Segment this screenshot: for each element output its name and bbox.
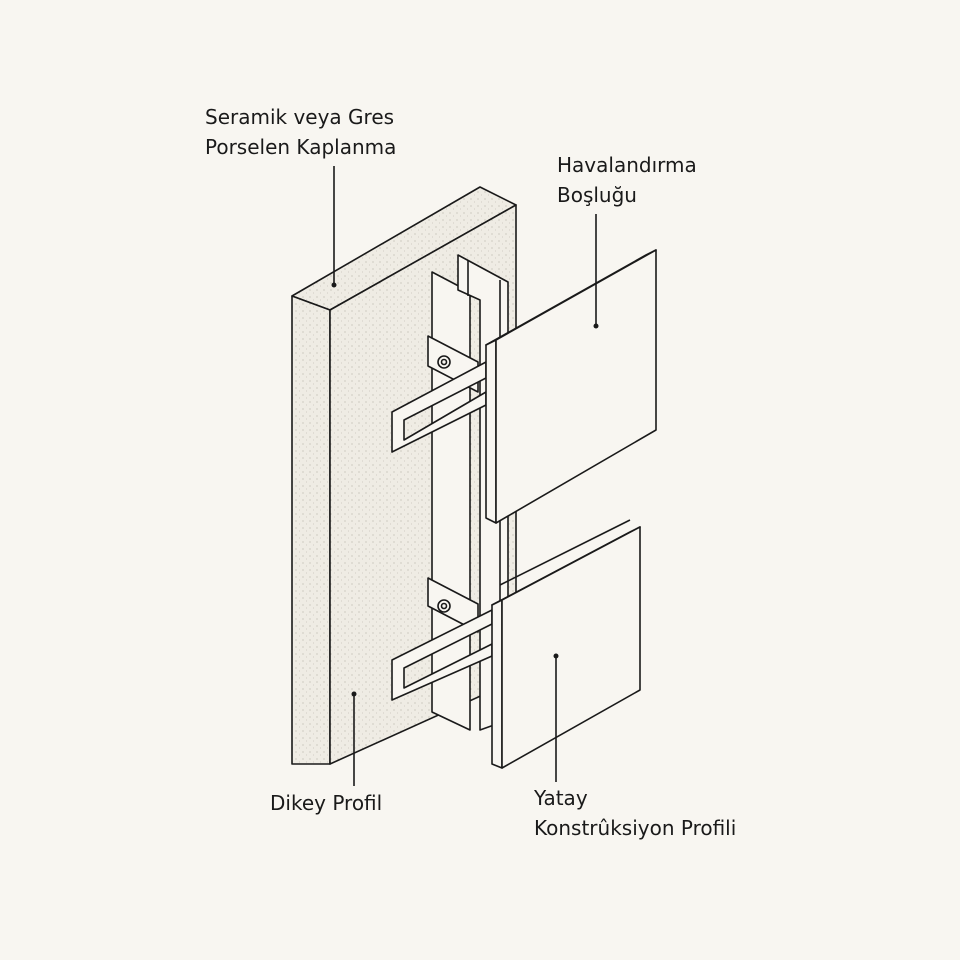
bracket-upper bbox=[391, 335, 487, 453]
label-horizontal-line2: Konstrûksiyon Profili bbox=[534, 816, 737, 840]
label-cladding-line1: Seramik veya Gres bbox=[205, 105, 395, 129]
panel-upper bbox=[485, 249, 657, 524]
leader-lines bbox=[331, 166, 599, 786]
label-horizontal-line1: Yatay bbox=[534, 786, 588, 810]
bracket-lower bbox=[391, 577, 493, 701]
label-horizontal-profile: Yatay Konstrûksiyon Profili bbox=[534, 783, 736, 843]
label-cladding: Seramik veya Gres Porselen Kaplanma bbox=[205, 102, 396, 162]
label-vertical-profile: Dikey Profil bbox=[270, 788, 382, 818]
label-ventilation-line2: Boşluğu bbox=[557, 183, 637, 207]
label-ventilation: Havalandırma Boşluğu bbox=[557, 150, 697, 210]
label-vertical-line1: Dikey Profil bbox=[270, 791, 383, 815]
label-ventilation-line1: Havalandırma bbox=[557, 153, 697, 177]
label-cladding-line2: Porselen Kaplanma bbox=[205, 135, 397, 159]
panel-lower bbox=[491, 519, 641, 769]
